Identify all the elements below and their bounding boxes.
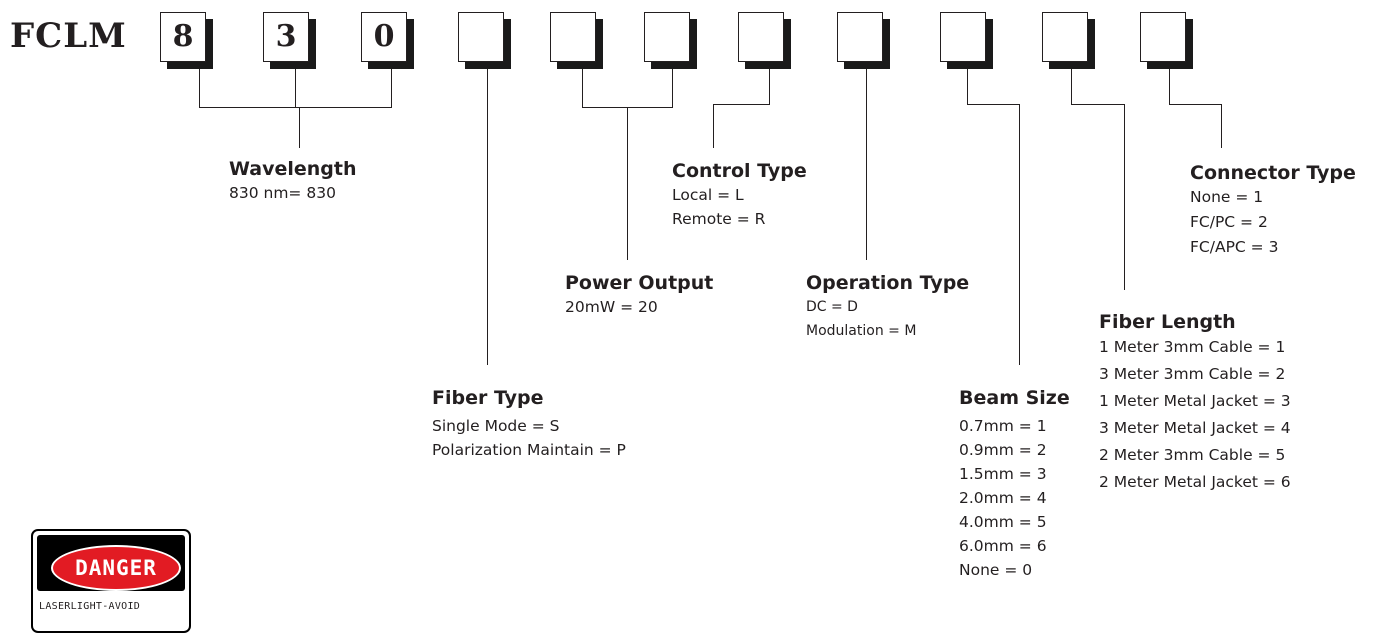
- danger-caption: LASERLIGHT-AVOID: [39, 601, 141, 612]
- fiber-length-option: 2 Meter 3mm Cable = 5: [1099, 446, 1286, 464]
- danger-word: DANGER: [75, 556, 157, 580]
- wavelength-group: Wavelength 830 nm= 830: [229, 157, 357, 205]
- code-box-9: [940, 12, 993, 69]
- connector-type-option: None = 1: [1190, 188, 1264, 206]
- code-box-11: [1140, 12, 1193, 69]
- connector-type-connector: [1169, 69, 1222, 148]
- beam-size-option: 0.9mm = 2: [959, 441, 1047, 459]
- beam-size-title: Beam Size: [959, 387, 1070, 409]
- control-type-group: Control Type Local = L Remote = R: [672, 159, 807, 231]
- code-box-8: [837, 12, 890, 69]
- code-box-2-value: 3: [263, 12, 309, 62]
- beam-size-group: Beam Size 0.7mm = 1 0.9mm = 2 1.5mm = 3 …: [959, 386, 1070, 582]
- beam-size-option: 0.7mm = 1: [959, 417, 1047, 435]
- fiber-length-option: 1 Meter Metal Jacket = 3: [1099, 392, 1291, 410]
- wavelength-option: 830 nm= 830: [229, 184, 336, 202]
- code-box-8-value: [837, 12, 883, 62]
- code-box-10-value: [1042, 12, 1088, 62]
- code-box-6-value: [644, 12, 690, 62]
- danger-sign-header: DANGER: [37, 535, 185, 591]
- operation-type-option: Modulation = M: [806, 323, 917, 339]
- connector-type-option: FC/APC = 3: [1190, 238, 1279, 256]
- power-output-group: Power Output 20mW = 20: [565, 271, 713, 319]
- connector-type-title: Connector Type: [1190, 162, 1356, 184]
- operation-type-group: Operation Type DC = D Modulation = M: [806, 271, 969, 343]
- beam-size-option: 6.0mm = 6: [959, 537, 1047, 555]
- code-box-3-value: 0: [361, 12, 407, 62]
- control-type-option: Local = L: [672, 186, 744, 204]
- fiber-length-option: 1 Meter 3mm Cable = 1: [1099, 338, 1286, 356]
- fiber-length-option: 3 Meter Metal Jacket = 4: [1099, 419, 1291, 437]
- fiber-length-title: Fiber Length: [1099, 311, 1236, 333]
- code-box-4: [458, 12, 511, 69]
- model-prefix: FCLM: [10, 16, 127, 56]
- code-box-6: [644, 12, 697, 69]
- code-box-7-value: [738, 12, 784, 62]
- operation-type-title: Operation Type: [806, 272, 970, 294]
- code-box-1-value: 8: [160, 12, 206, 62]
- connector-lines: [199, 69, 1222, 365]
- wavelength-connector: [199, 69, 392, 148]
- power-output-option: 20mW = 20: [565, 298, 658, 316]
- code-box-5: [550, 12, 603, 69]
- fiber-length-option: 3 Meter 3mm Cable = 2: [1099, 365, 1286, 383]
- code-box-2: 3: [263, 12, 316, 69]
- code-box-3: 0: [361, 12, 414, 69]
- danger-oval: DANGER: [51, 545, 181, 591]
- code-box-11-value: [1140, 12, 1186, 62]
- power-output-title: Power Output: [565, 272, 714, 294]
- control-type-option: Remote = R: [672, 210, 766, 228]
- beam-size-connector: [967, 69, 1020, 365]
- control-type-connector: [713, 69, 770, 148]
- code-box-1: 8: [160, 12, 213, 69]
- beam-size-option: None = 0: [959, 561, 1033, 579]
- code-box-5-value: [550, 12, 596, 62]
- code-box-9-value: [940, 12, 986, 62]
- connector-type-option: FC/PC = 2: [1190, 213, 1268, 231]
- danger-sign: DANGER LASERLIGHT-AVOID: [31, 529, 191, 633]
- beam-size-option: 1.5mm = 3: [959, 465, 1047, 483]
- danger-sign-frame: DANGER LASERLIGHT-AVOID: [31, 529, 191, 633]
- operation-type-option: DC = D: [806, 299, 858, 315]
- beam-size-option: 2.0mm = 4: [959, 489, 1047, 507]
- wavelength-title: Wavelength: [229, 158, 357, 180]
- fiber-length-option: 2 Meter Metal Jacket = 6: [1099, 473, 1291, 491]
- fiber-type-group: Fiber Type Single Mode = S Polarization …: [432, 386, 626, 462]
- beam-size-option: 4.0mm = 5: [959, 513, 1047, 531]
- fiber-type-title: Fiber Type: [432, 387, 544, 409]
- code-box-4-value: [458, 12, 504, 62]
- power-output-connector: [582, 69, 673, 260]
- code-box-10: [1042, 12, 1095, 69]
- control-type-title: Control Type: [672, 160, 807, 182]
- connector-type-group: Connector Type None = 1 FC/PC = 2 FC/APC…: [1190, 161, 1356, 260]
- code-box-7: [738, 12, 791, 69]
- fiber-length-group: Fiber Length 1 Meter 3mm Cable = 1 3 Met…: [1099, 310, 1291, 496]
- fiber-length-connector: [1071, 69, 1125, 290]
- fiber-type-option: Polarization Maintain = P: [432, 441, 626, 459]
- fiber-type-option: Single Mode = S: [432, 417, 560, 435]
